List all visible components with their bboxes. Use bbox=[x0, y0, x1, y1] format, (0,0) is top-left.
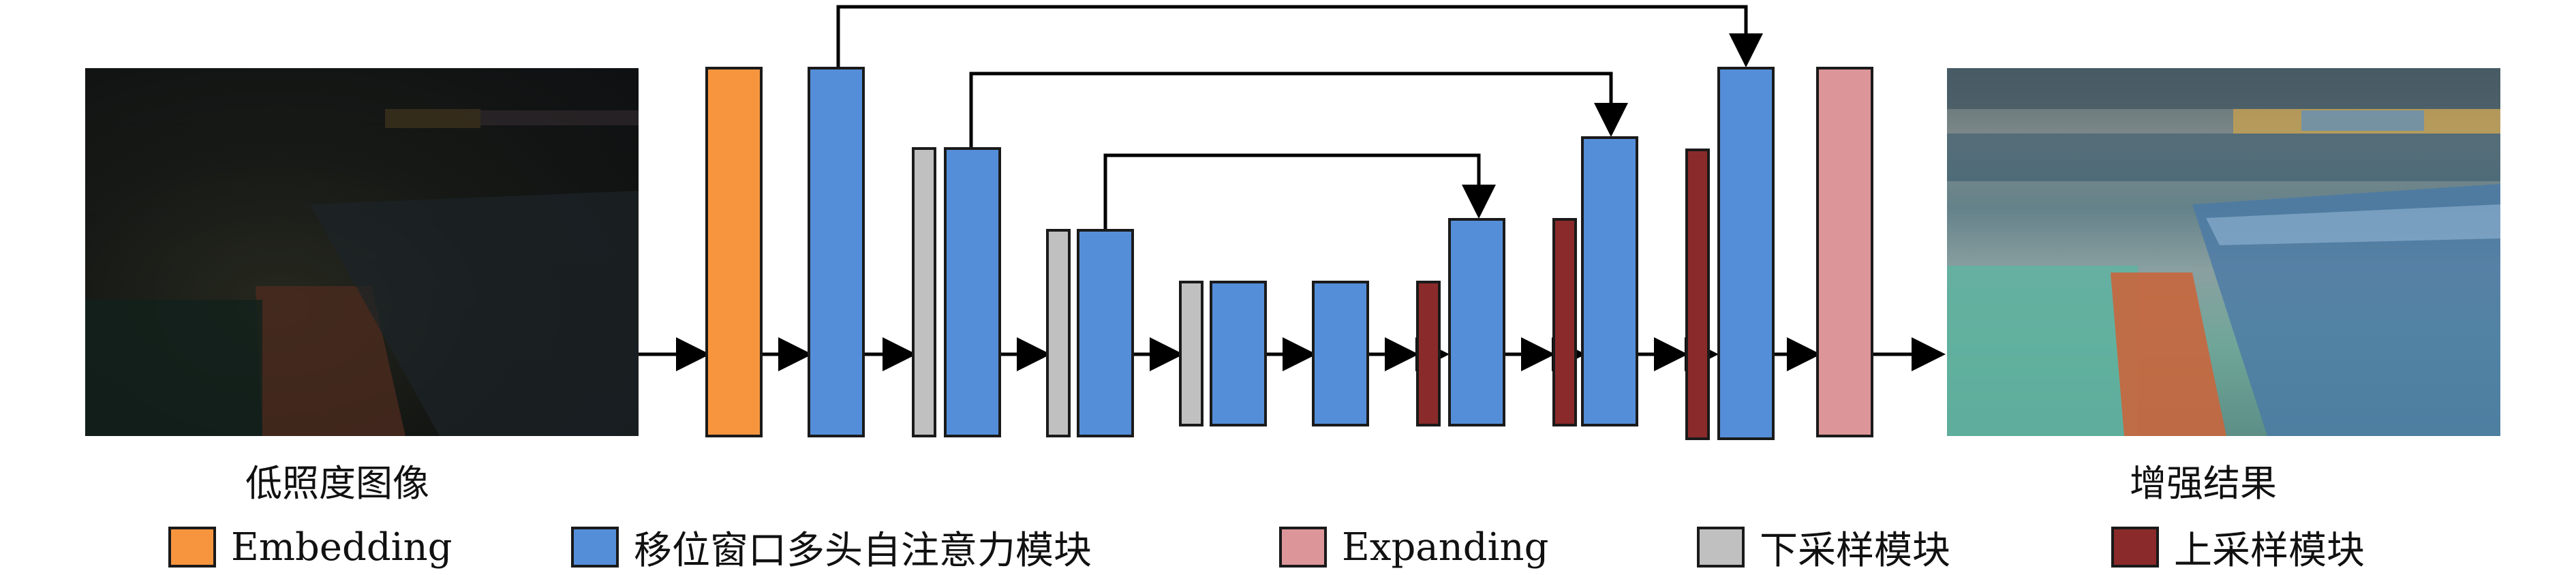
downsample-block-1 bbox=[912, 147, 936, 437]
swin-block-2 bbox=[944, 147, 1001, 437]
legend-item-embedding: Embedding bbox=[168, 523, 453, 571]
legend-swatch-downsample bbox=[1697, 527, 1745, 568]
legend-item-expanding: Expanding bbox=[1279, 523, 1548, 571]
legend-item-swin-block: 移位窗口多头自注意力模块 bbox=[571, 523, 1092, 573]
legend-label-embedding: Embedding bbox=[231, 525, 453, 570]
input-low-light-image bbox=[85, 68, 639, 436]
upsample-block-1 bbox=[1416, 281, 1441, 426]
swin-block-8 bbox=[1717, 67, 1775, 440]
legend-swatch-embedding bbox=[168, 527, 216, 568]
swin-block-7 bbox=[1581, 136, 1638, 426]
legend-item-upsample: 上采样模块 bbox=[2111, 523, 2365, 573]
architecture-diagram bbox=[639, 5, 1946, 440]
legend-swatch-expanding bbox=[1279, 527, 1327, 568]
skip-connection-3 bbox=[1103, 153, 1496, 230]
legend-label-upsample: 上采样模块 bbox=[2174, 528, 2365, 573]
embedding-block bbox=[705, 67, 763, 437]
legend-label-expanding: Expanding bbox=[1342, 525, 1549, 570]
swin-block-3 bbox=[1077, 229, 1134, 437]
output-enhanced-image bbox=[1947, 68, 2500, 436]
expanding-block bbox=[1816, 67, 1873, 437]
upsample-block-2 bbox=[1552, 218, 1577, 426]
legend-swatch-upsample bbox=[2111, 527, 2159, 568]
skip-connection-1 bbox=[836, 5, 1763, 68]
downsample-block-2 bbox=[1046, 229, 1071, 437]
swin-block-4 bbox=[1210, 281, 1267, 426]
legend-swatch-swin-block bbox=[571, 527, 619, 568]
swin-block-6 bbox=[1448, 218, 1505, 426]
swin-block-1 bbox=[808, 67, 865, 437]
legend-label-downsample: 下采样模块 bbox=[1760, 528, 1950, 573]
swin-block-5 bbox=[1312, 281, 1369, 426]
legend-label-swin-block: 移位窗口多头自注意力模块 bbox=[634, 528, 1092, 573]
legend-item-downsample: 下采样模块 bbox=[1697, 523, 1950, 573]
skip-connection-2 bbox=[969, 72, 1628, 149]
downsample-block-3 bbox=[1179, 281, 1203, 426]
input-image-caption: 低照度图像 bbox=[245, 462, 429, 505]
output-image-caption: 增强结果 bbox=[2130, 462, 2277, 505]
upsample-block-3 bbox=[1685, 149, 1710, 440]
